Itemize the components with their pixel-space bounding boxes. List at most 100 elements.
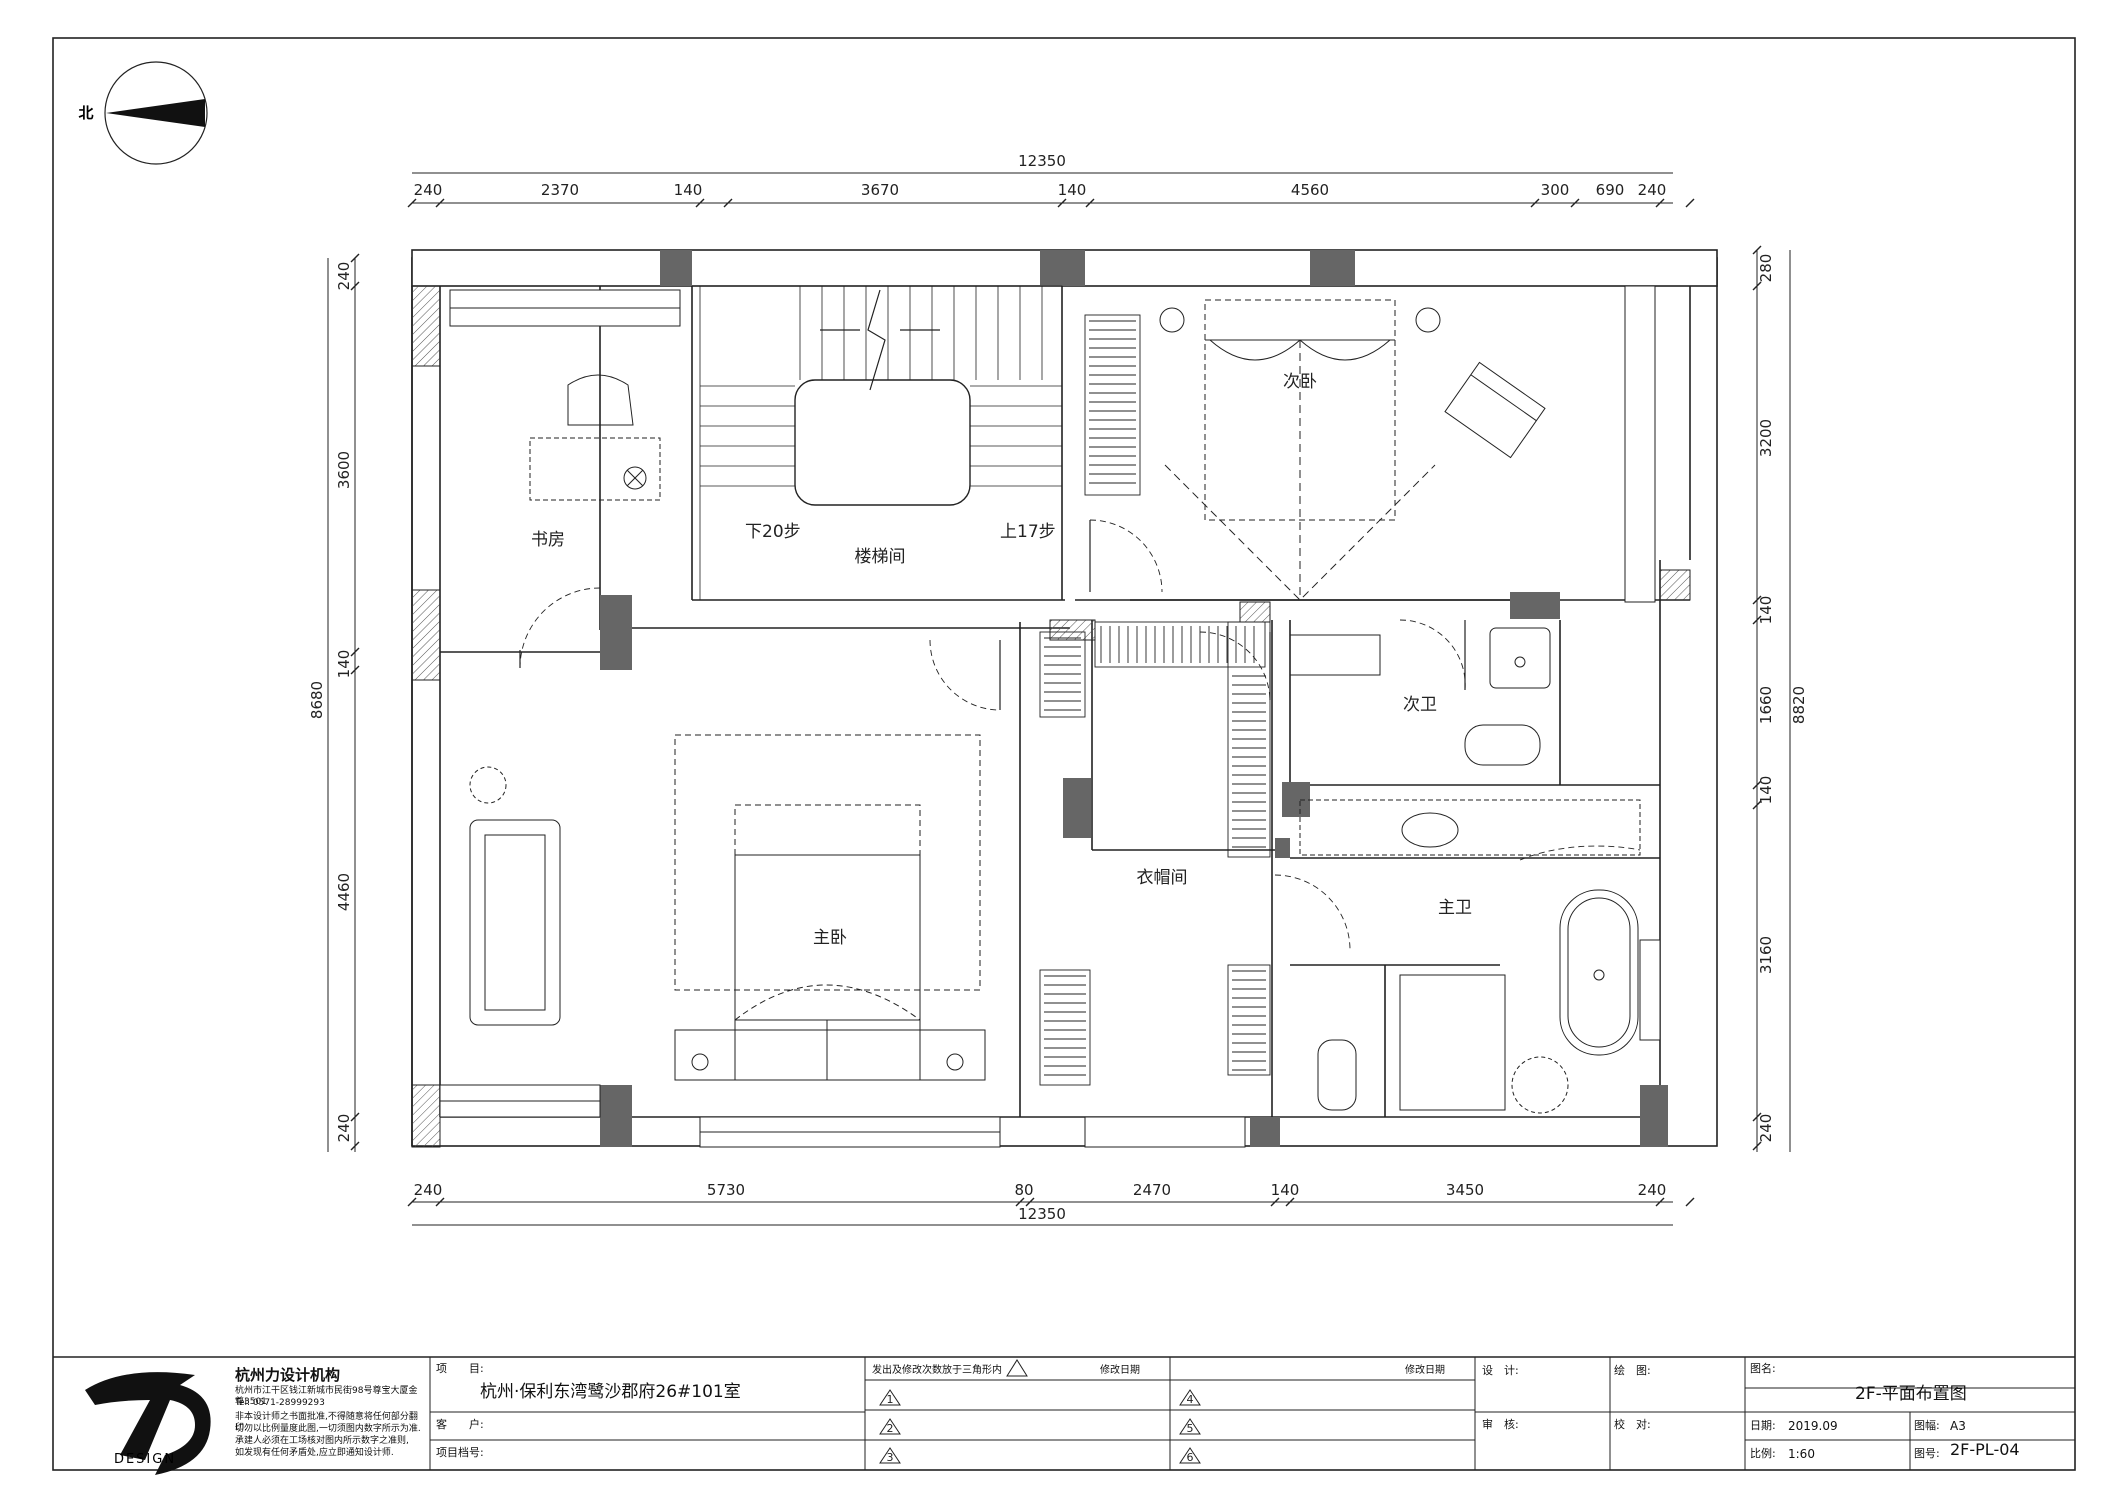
revision-4: 4 [1187,1393,1194,1406]
dim-bottom-6: 3450 [1446,1181,1484,1199]
dim-left-total: 8680 [308,681,326,719]
revision-1: 1 [887,1393,894,1406]
dim-tick [1057,198,1067,208]
dim-right-total: 8820 [1790,686,1808,724]
company-logo: DESIGN [85,1372,211,1475]
date-label: 日期: [1750,1419,1776,1432]
dim-top-3: 140 [674,181,703,199]
project-label: 项 目: [436,1362,484,1375]
dim-bottom-7: 240 [1638,1181,1667,1199]
hatched-walls [411,285,1691,1148]
dim-left-3: 140 [335,650,353,679]
second-bath-toilet [1464,724,1541,766]
revision-date-label-1: 修改日期 [1100,1365,1140,1376]
dim-tick [1015,1197,1025,1207]
dim-tick [1752,615,1762,625]
dimension-texts: 12350 240 2370 140 3670 140 4560 300 690… [308,152,1808,1223]
dim-left-5: 240 [335,1114,353,1143]
dim-top-6: 4560 [1291,181,1329,199]
dim-tick [1752,780,1762,790]
stair-up-label: 上17步 [1000,522,1056,542]
dim-tick [435,1197,445,1207]
dim-left-2: 3600 [335,451,353,489]
dim-bottom-2: 5730 [707,1181,745,1199]
wardrobes [1039,314,1271,1086]
drawing-label: 绘 图: [1614,1364,1651,1377]
dim-right-1: 280 [1757,254,1775,283]
dim-top-total: 12350 [1018,152,1066,170]
notice-1: 非本设计师之书面批准,不得随意将任何部分翻印. [235,1412,418,1433]
sheet-size-label: 图幅: [1914,1419,1940,1432]
north-label: 北 [78,104,93,122]
scale-value: 1:60 [1788,1447,1815,1461]
check-label: 校 对: [1614,1418,1651,1431]
client-label: 客 户: [436,1418,484,1431]
study-desk [529,437,661,501]
rug [674,734,981,991]
dim-tick [723,198,733,208]
bath-fixtures [1289,627,1641,1114]
bathtub [1559,889,1639,1056]
design-label: 设 计: [1482,1364,1519,1377]
dim-tick [407,198,417,208]
dim-top-5: 140 [1058,181,1087,199]
dim-tick [1685,198,1695,208]
room-closet: 衣帽间 [1137,868,1188,888]
room-labels: 书房 楼梯间 次卧 次卫 衣帽间 主卫 主卧 [531,372,1472,948]
drawing-name-label: 图名: [1750,1362,1776,1375]
dimension-lines [327,172,1791,1226]
project-no-label: 项目档号: [436,1446,484,1459]
dim-left-1: 240 [335,262,353,291]
dim-tick [1752,245,1762,255]
date-value: 2019.09 [1788,1419,1838,1433]
dim-bottom-4: 2470 [1133,1181,1171,1199]
dim-tick [1752,1112,1762,1122]
dim-tick [1752,1141,1762,1151]
north-arrow-icon [106,99,205,127]
company-name: 杭州力设计机构 [235,1366,341,1384]
logo-word: DESIGN [114,1452,176,1467]
revision-6: 6 [1187,1451,1194,1464]
stair-down-label: 下20步 [745,522,801,542]
dim-tick [1752,800,1762,810]
dim-right-3: 140 [1757,596,1775,625]
dim-top-4: 3670 [861,181,899,199]
dim-tick [407,1197,417,1207]
project-value: 杭州·保利东湾鹭沙郡府26#101室 [480,1382,741,1402]
vanity-basin [1401,812,1459,848]
dim-tick [1085,198,1095,208]
compass-circle [104,61,208,165]
sheet-size-value: A3 [1950,1419,1966,1433]
columns [600,250,1668,1147]
dim-tick [350,253,360,263]
revision-triangles [879,1359,1201,1464]
dim-tick [1570,198,1580,208]
dim-bottom-5: 140 [1271,1181,1300,1199]
dim-bottom-1: 240 [414,1181,443,1199]
revision-note: 发出及修改次数放于三角形内 [872,1365,1002,1376]
review-label: 审 核: [1482,1418,1519,1431]
drawing-no-label: 图号: [1914,1447,1940,1460]
north-arrow: 北 [78,61,208,165]
drawing-no-value: 2F-PL-04 [1950,1440,2020,1459]
dim-tick [695,198,705,208]
dim-right-6: 3160 [1757,936,1775,974]
dim-right-5: 140 [1757,776,1775,805]
dim-tick [1270,1197,1280,1207]
dim-tick [1752,281,1762,291]
dim-tick [350,647,360,657]
notice-2: 切勿以比例量度此图,一切须图内数字所示为准. [235,1424,421,1434]
vanity [1299,799,1641,856]
room-master-bedroom: 主卧 [813,928,847,948]
notice-3: 承建人必须在工场核对图内所示数字之准则, [235,1436,409,1446]
revision-date-label-2: 修改日期 [1405,1365,1445,1376]
dim-right-2: 3200 [1757,419,1775,457]
room-second-bedroom: 次卧 [1283,372,1317,392]
company-tel: Tel: 0571-28999293 [235,1398,325,1408]
room-study: 书房 [531,530,565,550]
sheet-border [52,37,2076,1471]
second-bath-sink [1489,627,1551,689]
dim-top-9: 240 [1638,181,1667,199]
dim-tick [1530,198,1540,208]
